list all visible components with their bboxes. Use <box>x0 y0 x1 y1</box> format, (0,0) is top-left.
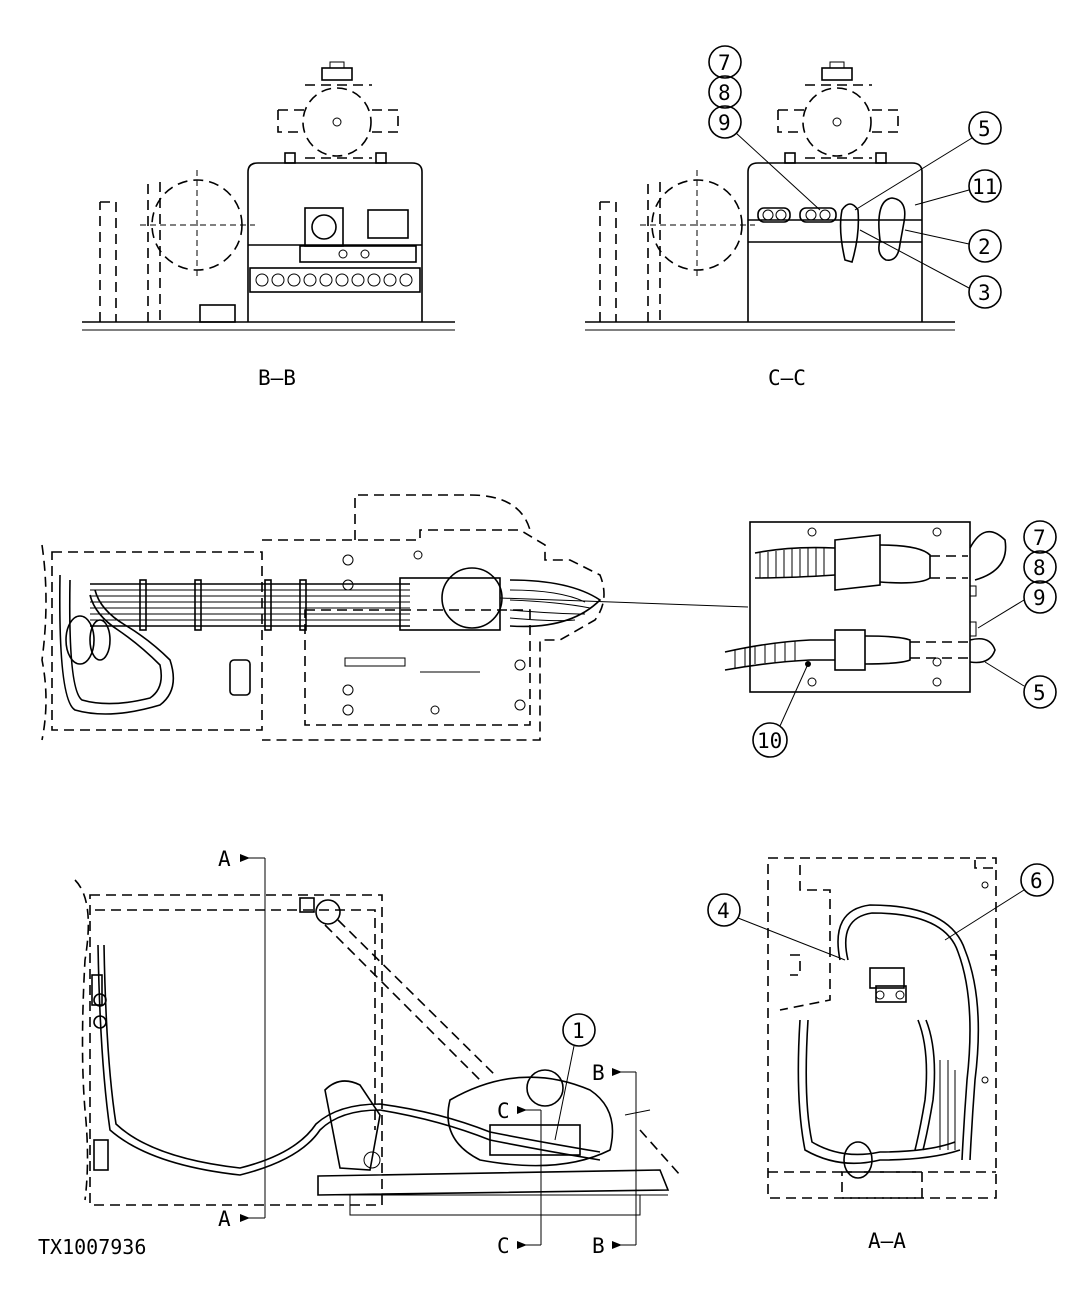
callout-cc-8: 8 <box>718 81 731 105</box>
callout-detail-8: 8 <box>1033 556 1046 580</box>
callout-aa-4: 4 <box>717 899 730 923</box>
view-cc-label: C–C <box>768 366 806 390</box>
view-bb-label: B–B <box>258 366 296 390</box>
detail-callouts: 7 8 9 5 10 <box>752 520 1057 758</box>
callout-detail-10: 10 <box>757 729 782 753</box>
callout-side-1: 1 <box>572 1019 585 1043</box>
side-callouts: 1 <box>554 1013 596 1141</box>
view-aa-label: A–A <box>868 1229 906 1253</box>
top-plan-view <box>41 494 749 741</box>
section-mark-c-top: C <box>497 1099 510 1123</box>
callout-cc-11: 11 <box>972 175 997 199</box>
section-mark-c-bottom: C <box>497 1234 510 1258</box>
callout-detail-9: 9 <box>1033 586 1046 610</box>
cc-callouts: 7 8 9 5 11 2 3 <box>708 45 1002 309</box>
section-mark-b-top: B <box>592 1061 605 1085</box>
view-aa-drawing <box>767 857 997 1199</box>
view-bb-drawing <box>82 61 455 331</box>
callout-aa-6: 6 <box>1030 869 1043 893</box>
callout-detail-7: 7 <box>1033 526 1046 550</box>
connector-detail-view <box>724 521 1007 693</box>
callout-cc-2: 2 <box>978 235 991 259</box>
callout-cc-3: 3 <box>978 281 991 305</box>
callout-cc-5: 5 <box>978 117 991 141</box>
drawing-id: TX1007936 <box>38 1235 146 1259</box>
aa-callouts: 4 6 <box>707 863 1054 961</box>
section-mark-b-bottom: B <box>592 1234 605 1258</box>
side-elevation-view <box>74 854 681 1249</box>
section-mark-a-bottom: A <box>218 1207 231 1231</box>
view-cc-drawing <box>585 61 955 331</box>
section-mark-a-top: A <box>218 847 231 871</box>
callout-cc-7: 7 <box>718 51 731 75</box>
callout-cc-9: 9 <box>718 111 731 135</box>
callout-detail-5: 5 <box>1033 681 1046 705</box>
